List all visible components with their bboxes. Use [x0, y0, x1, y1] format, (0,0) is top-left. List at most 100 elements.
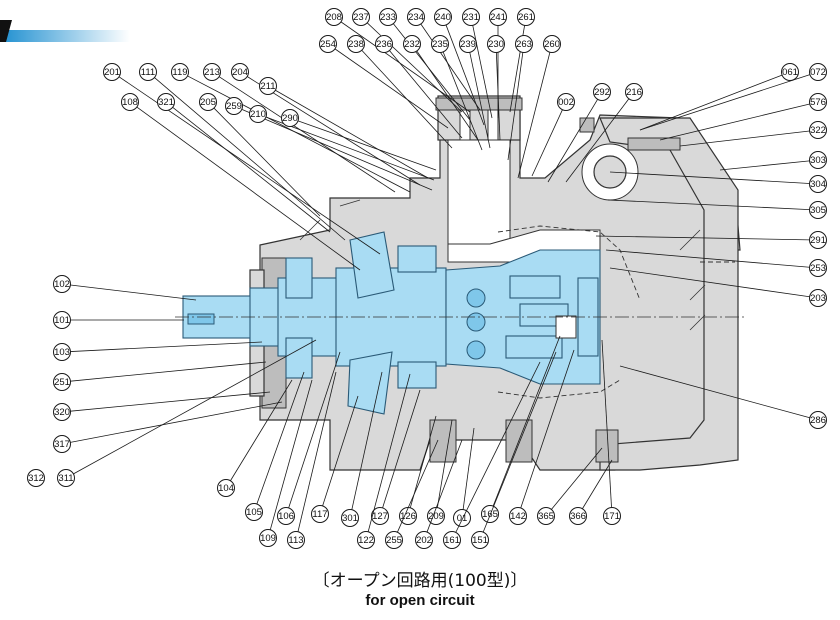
callout-106: 106 [277, 507, 295, 525]
callout-292: 292 [593, 83, 611, 101]
leader-line-365 [551, 447, 603, 510]
callout-number-235: 235 [432, 39, 448, 50]
callout-234: 234 [407, 8, 425, 26]
leader-line-290 [297, 120, 437, 171]
callout-circle-301 [341, 509, 359, 527]
callout-circle-255 [385, 531, 403, 549]
callout-circle-216 [625, 83, 643, 101]
callout-151: 151 [471, 531, 489, 549]
callout-number-241: 241 [490, 12, 506, 23]
callout-number-237: 237 [353, 12, 369, 23]
callout-circle-165 [481, 505, 499, 523]
callout-circle-202 [415, 531, 433, 549]
callout-circle-061 [781, 63, 799, 81]
callout-circle-211 [259, 77, 277, 95]
callout-circle-127 [371, 507, 389, 525]
leader-line-305 [607, 199, 810, 210]
leader-line-113 [297, 371, 337, 532]
callout-number-119: 119 [172, 67, 187, 78]
leader-line-240 [445, 24, 485, 126]
callout-circle-237 [352, 8, 370, 26]
callout-number-290: 290 [282, 113, 298, 124]
header-accent-bar [0, 20, 130, 42]
callout-211: 211 [259, 77, 277, 95]
callout-number-102: 102 [54, 279, 70, 290]
callout-number-303: 303 [810, 155, 826, 166]
callout-number-321: 321 [158, 97, 174, 108]
callout-230: 230 [487, 35, 505, 53]
center-and-passages [175, 225, 745, 399]
callout-number-209: 209 [428, 511, 444, 522]
leader-line-111 [154, 77, 346, 241]
leader-line-235 [442, 51, 483, 151]
callout-circle-254 [319, 35, 337, 53]
callout-number-286: 286 [810, 415, 826, 426]
callout-circle-072 [809, 63, 827, 81]
callout-303: 303 [809, 151, 827, 169]
callout-number-305: 305 [810, 205, 826, 216]
callout-circle-366 [569, 507, 587, 525]
callout-number-231: 231 [463, 12, 479, 23]
callout-number-109: 109 [260, 533, 276, 544]
callout-circle-261 [517, 8, 535, 26]
callout-circle-290 [281, 109, 299, 127]
callout-240: 240 [434, 8, 452, 26]
callout-circle-208 [325, 8, 343, 26]
leader-line-119 [187, 75, 411, 193]
leader-line-292 [547, 99, 598, 183]
callout-number-238: 238 [348, 39, 364, 50]
callout-232: 232 [403, 35, 421, 53]
callout-circle-317 [53, 435, 71, 453]
callout-102: 102 [53, 275, 71, 293]
callout-171: 171 [603, 507, 621, 525]
callout-circle-106 [277, 507, 295, 525]
callout-circle-303 [809, 151, 827, 169]
leader-line-210 [265, 116, 435, 181]
leader-line-117 [322, 395, 359, 507]
callout-circle-171 [603, 507, 621, 525]
callout-01: 01 [453, 509, 471, 527]
callout-253: 253 [809, 259, 827, 277]
leader-line-286 [619, 365, 810, 419]
callout-circle-233 [379, 8, 397, 26]
callout-number-101: 101 [54, 315, 70, 326]
callout-208: 208 [325, 8, 343, 26]
callout-circle-291 [809, 231, 827, 249]
callout-circle-322 [809, 121, 827, 139]
callout-312: 312 [27, 469, 45, 487]
callout-circle-311 [57, 469, 75, 487]
callout-circle-232 [403, 35, 421, 53]
callout-circle-104 [217, 479, 235, 497]
caption-japanese: 〔オープン回路用(100型)〕 [312, 571, 528, 591]
callout-number-291: 291 [810, 235, 826, 246]
leader-line-105 [256, 371, 305, 505]
callout-number-126: 126 [400, 511, 416, 522]
leader-line-303 [719, 160, 810, 171]
callout-202: 202 [415, 531, 433, 549]
callout-261: 261 [517, 8, 535, 26]
leader-line-259 [241, 108, 433, 191]
callout-number-251: 251 [54, 377, 70, 388]
leader-line-161 [455, 361, 541, 533]
callout-number-365: 365 [538, 511, 554, 522]
callout-311: 311 [57, 469, 75, 487]
callout-260: 260 [543, 35, 561, 53]
leader-line-263 [507, 52, 524, 161]
leader-line-304 [609, 171, 810, 184]
leader-line-151 [482, 351, 557, 533]
leader-line-260 [517, 52, 551, 179]
callout-119: 119 [171, 63, 189, 81]
leader-line-213 [218, 76, 396, 193]
callout-233: 233 [379, 8, 397, 26]
callout-number-161: 161 [444, 535, 460, 546]
callout-number-061: 061 [782, 67, 798, 78]
callout-circle-260 [543, 35, 561, 53]
callout-number-208: 208 [326, 12, 342, 23]
leader-line-108 [136, 106, 361, 271]
callout-number-203: 203 [810, 293, 826, 304]
leader-line-236 [389, 50, 463, 139]
callout-241: 241 [489, 8, 507, 26]
callout-101: 101 [53, 311, 71, 329]
callout-072: 072 [809, 63, 827, 81]
callout-320: 320 [53, 403, 71, 421]
